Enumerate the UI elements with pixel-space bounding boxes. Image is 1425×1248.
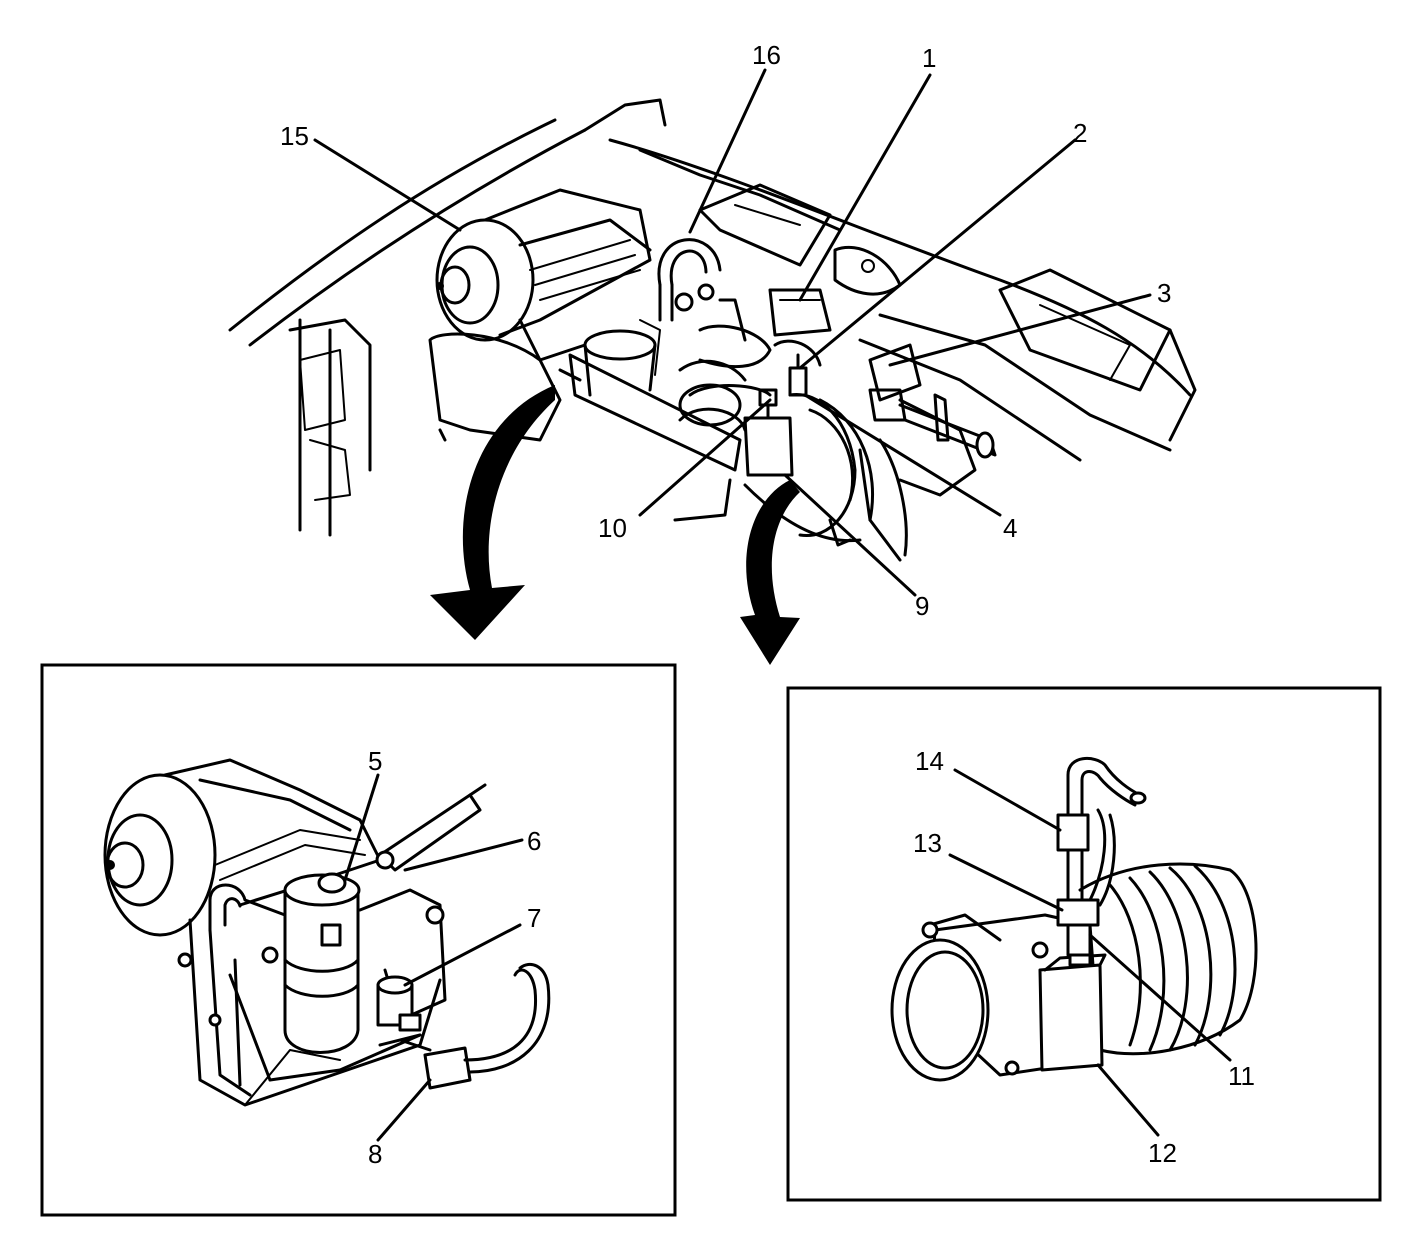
detail-arrow-left: [430, 385, 555, 640]
callout-9: 9: [915, 591, 929, 621]
callout-14: 14: [915, 746, 944, 776]
accumulator-detail: [103, 758, 551, 1107]
maf-detail: [890, 756, 1258, 1082]
detail-box-accumulator: [40, 663, 677, 1217]
callout-1: 1: [922, 43, 936, 73]
callout-8: 8: [368, 1139, 382, 1169]
callout-16: 16: [752, 40, 781, 70]
callout-13: 13: [913, 828, 942, 858]
callout-15: 15: [280, 121, 309, 151]
callout-labels: 16 1 2 15 3 10 4 9 5 6 7 8 14 13 11 12: [280, 40, 1255, 1169]
callout-5: 5: [368, 746, 382, 776]
callout-3: 3: [1157, 278, 1171, 308]
callout-11: 11: [1228, 1061, 1255, 1091]
callout-4: 4: [1003, 513, 1017, 543]
main-engine-view: [228, 98, 1197, 562]
callout-6: 6: [527, 826, 541, 856]
detail-box-maf: [786, 686, 1382, 1202]
callout-12: 12: [1148, 1138, 1177, 1168]
callout-2: 2: [1073, 118, 1087, 148]
leader-lines: [228, 68, 1232, 1142]
detail-arrow-right: [740, 480, 800, 665]
callout-10: 10: [598, 513, 627, 543]
callout-7: 7: [527, 903, 541, 933]
